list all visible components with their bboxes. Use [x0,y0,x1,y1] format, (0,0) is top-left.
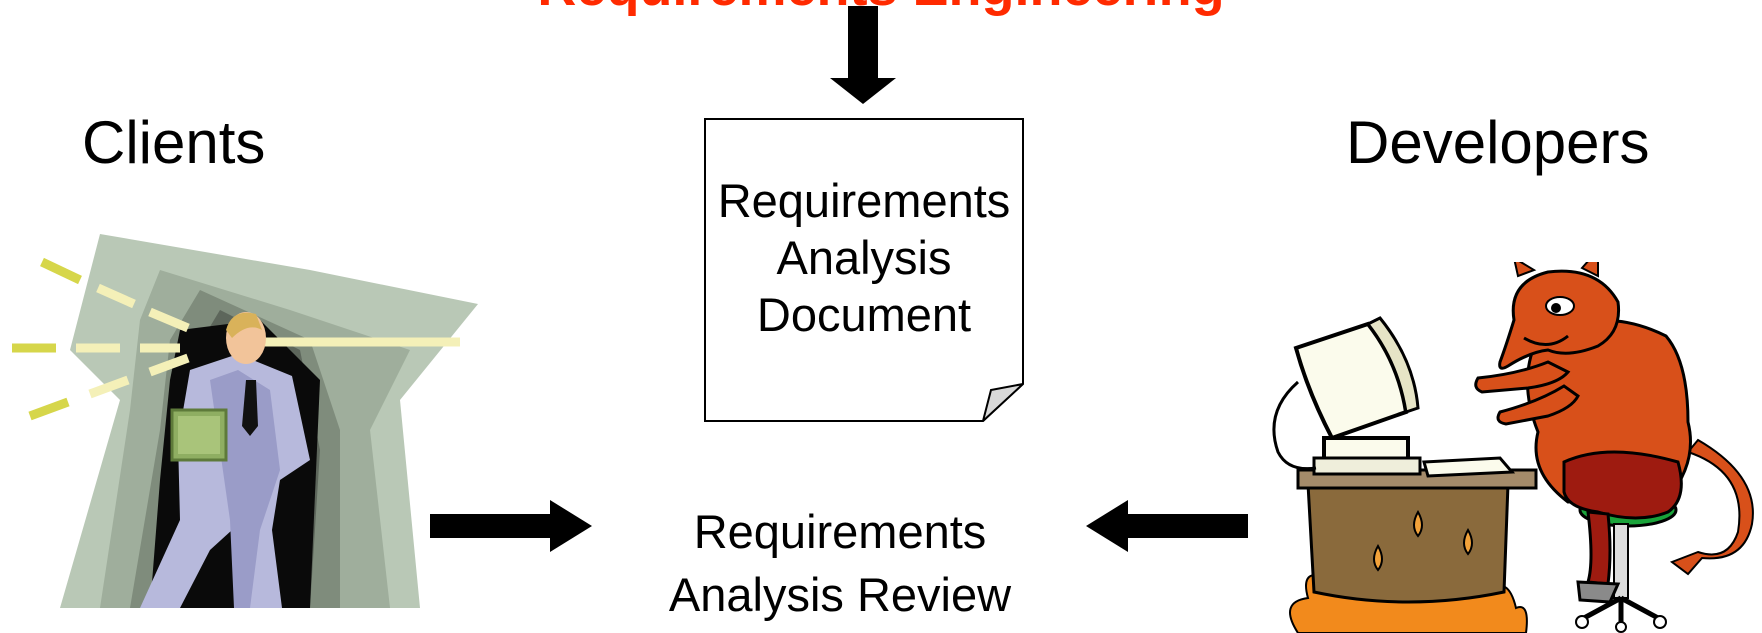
document-caption: Requirements Analysis Document [704,172,1024,343]
businessman-in-cave-icon [12,234,478,608]
document-line-1: Requirements [717,174,1011,227]
arrow-right-icon [430,500,592,552]
document-line-2: Analysis [776,231,952,284]
arrow-left-icon [1086,500,1248,552]
review-line-1: Requirements [693,505,987,558]
red-devil-at-computer-icon [1272,262,1754,633]
review-line-2: Analysis Review [668,568,1012,621]
requirements-document-icon [704,118,1024,422]
clients-label: Clients [82,109,266,176]
developers-label: Developers [1346,109,1650,176]
arrow-down-icon [830,6,896,104]
slide-title-partial: Requirements Engineering [0,0,1762,18]
review-caption: Requirements Analysis Review [600,500,1080,626]
document-line-3: Document [756,288,972,341]
